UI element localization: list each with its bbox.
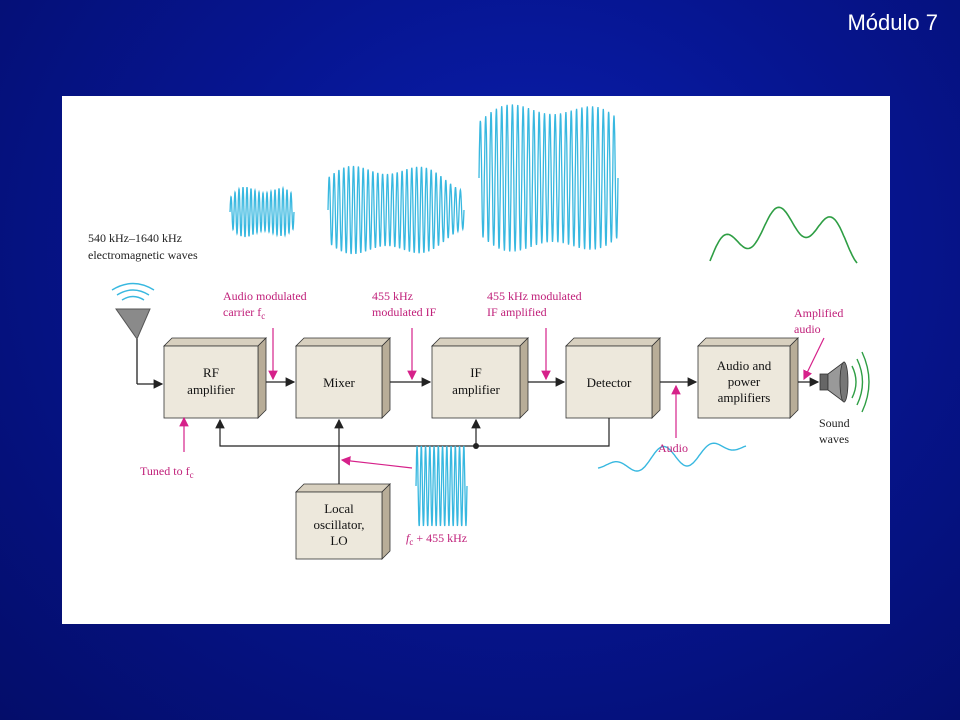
speaker-icon: [819, 351, 870, 413]
svg-text:540 kHz–1640 kHz: 540 kHz–1640 kHz: [88, 231, 182, 245]
svg-text:carrier fc: carrier fc: [223, 305, 265, 321]
detector-block: Detector: [565, 337, 661, 419]
antenna-label: 540 kHz–1640 kHz electromagnetic waves: [88, 231, 198, 262]
svg-text:power: power: [728, 374, 761, 389]
svg-text:455 kHz modulated: 455 kHz modulated: [487, 289, 582, 303]
svg-text:Amplified: Amplified: [794, 306, 843, 320]
local-oscillator-block: Local oscillator, LO: [295, 483, 391, 560]
svg-text:455 kHz: 455 kHz: [372, 289, 413, 303]
detected-audio-waveform: [597, 442, 747, 472]
junction-dot: [473, 443, 479, 449]
svg-text:electromagnetic waves: electromagnetic waves: [88, 248, 198, 262]
svg-text:LO: LO: [330, 533, 347, 548]
label-455-if-amplified: 455 kHz modulated IF amplified: [487, 289, 582, 319]
receiver-block-diagram: 540 kHz–1640 kHz electromagnetic waves R…: [62, 96, 890, 624]
annotation-pointers: [179, 328, 825, 469]
svg-text:Detector: Detector: [587, 375, 632, 390]
svg-text:modulated IF: modulated IF: [372, 305, 437, 319]
svg-text:amplifier: amplifier: [452, 382, 500, 397]
amplified-audio-waveform: [709, 206, 858, 264]
svg-text:amplifier: amplifier: [187, 382, 235, 397]
label-lo-frequency: fc + 455 kHz: [406, 531, 467, 547]
if-waveform: [478, 104, 619, 252]
mixer-waveform: [327, 165, 465, 255]
slide-title: Módulo 7: [847, 10, 938, 35]
antenna-icon: [111, 282, 155, 384]
svg-text:Mixer: Mixer: [323, 375, 355, 390]
svg-text:Local: Local: [324, 501, 354, 516]
label-tuned-to: Tuned to fc: [140, 464, 194, 480]
signal-path: [137, 377, 820, 484]
svg-text:oscillator,: oscillator,: [313, 517, 364, 532]
lo-waveform: [415, 445, 468, 527]
svg-text:Audio and: Audio and: [717, 358, 772, 373]
mixer-block: Mixer: [295, 337, 391, 419]
label-455-modulated-if: 455 kHz modulated IF: [372, 289, 437, 319]
svg-text:audio: audio: [794, 322, 821, 336]
svg-text:RF: RF: [203, 365, 219, 380]
svg-text:Audio modulated: Audio modulated: [223, 289, 307, 303]
if-amplifier-block: IF amplifier: [431, 337, 529, 419]
label-audio: Audio: [658, 441, 688, 455]
svg-text:waves: waves: [819, 432, 849, 446]
audio-power-amplifier-block: Audio and power amplifiers: [697, 337, 799, 419]
svg-text:Sound: Sound: [819, 416, 850, 430]
rf-waveform: [229, 185, 295, 238]
label-audio-modulated-carrier: Audio modulated carrier fc: [223, 289, 307, 321]
svg-text:amplifiers: amplifiers: [718, 390, 771, 405]
label-amplified-audio: Amplified audio: [794, 306, 843, 336]
label-sound-waves: Sound waves: [819, 416, 850, 446]
svg-text:IF: IF: [470, 365, 482, 380]
svg-text:IF amplified: IF amplified: [487, 305, 547, 319]
rf-amplifier-block: RF amplifier: [163, 337, 267, 419]
